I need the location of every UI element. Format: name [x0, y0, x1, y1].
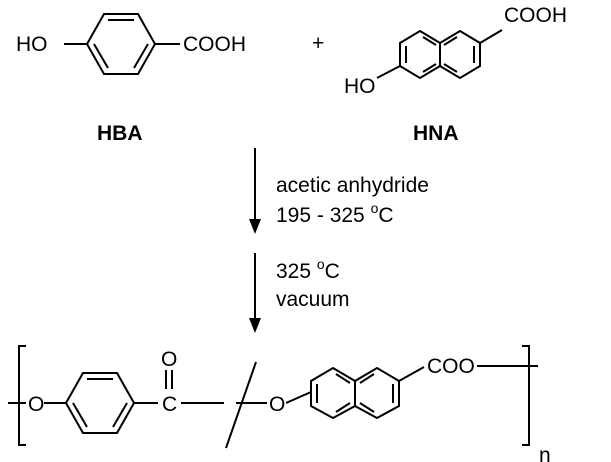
copolymer-separator — [225, 361, 257, 449]
polymer-ring-double-bond — [112, 402, 128, 428]
arrow-head — [249, 219, 261, 234]
polymer-ring-double-bond — [335, 373, 351, 384]
step1-temperature: 195 - 325 oC — [276, 200, 394, 227]
hba-structure: HO COOH — [16, 13, 246, 75]
hna-ring-double-bond — [422, 63, 437, 73]
hba-carboxyl-label: COOH — [183, 33, 246, 56]
hba-ring-double-bond — [133, 43, 149, 69]
hna-ring-double-bond — [443, 63, 458, 73]
ether-bond — [285, 391, 312, 404]
carbonyl-oxygen: O — [161, 348, 177, 371]
step1-arrow — [249, 148, 261, 234]
step2-arrow — [249, 253, 261, 333]
polymer-structure: O C O O COO n — [8, 345, 551, 462]
hna-structure: HO COOH — [344, 4, 567, 98]
carbonyl-carbon: C — [162, 393, 177, 416]
arrow-head — [249, 318, 261, 333]
hna-name: HNA — [413, 122, 459, 145]
hna-carboxyl-bond — [479, 29, 503, 44]
hna-hydroxyl-label: HO — [344, 75, 376, 98]
ether-oxygen-1: O — [28, 393, 44, 416]
step2-temperature: 325 oC — [276, 256, 340, 283]
right-bracket — [522, 345, 530, 446]
polymer-benzene-ring — [64, 372, 136, 434]
ether-oxygen-2: O — [269, 393, 285, 416]
hba-name: HBA — [97, 122, 143, 145]
polymer-ring-double-bond — [359, 373, 375, 384]
polymer-ring-double-bond — [335, 402, 351, 413]
polymer-ring-double-bond — [359, 402, 375, 413]
hba-ring-double-bond — [93, 43, 109, 69]
ester-group: COO — [427, 355, 475, 378]
step2-condition: vacuum — [276, 288, 350, 311]
hba-hydroxyl-label: HO — [16, 33, 48, 56]
ester-bond — [398, 366, 425, 382]
hna-ring-double-bond — [422, 36, 437, 46]
hna-oh-bond — [376, 65, 401, 79]
step1-reagent: acetic anhydride — [276, 174, 429, 197]
hna-carboxyl-label: COOH — [504, 4, 567, 27]
polymer-ring-double-bond — [72, 402, 88, 428]
repeat-subscript: n — [539, 444, 551, 462]
hba-benzene-ring — [85, 13, 157, 75]
hna-ring-double-bond — [443, 36, 458, 46]
plus-sign: + — [312, 32, 324, 55]
left-bracket — [18, 345, 26, 446]
